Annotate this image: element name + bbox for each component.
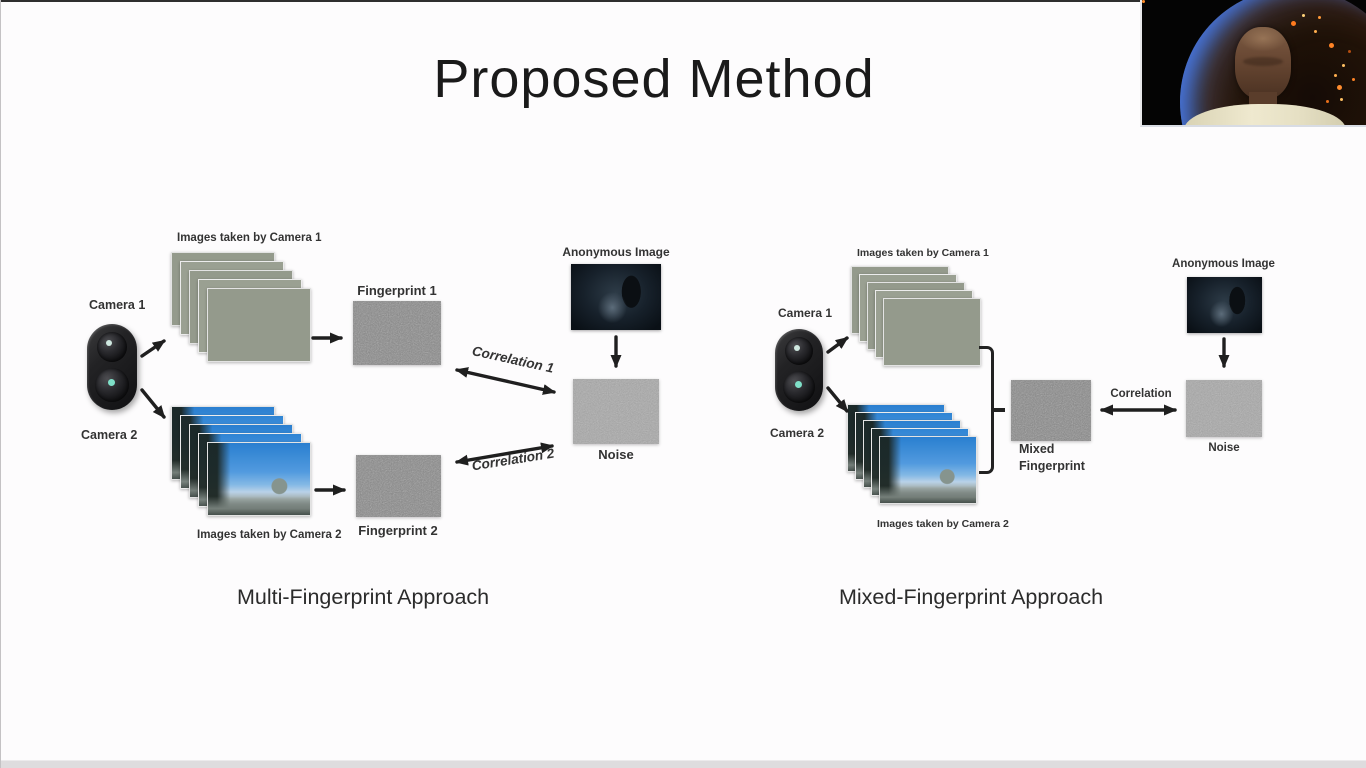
- anonymous-image-left: [571, 264, 661, 330]
- label-mixed-fingerprint-line2: Fingerprint: [1019, 459, 1085, 473]
- label-camera2-right: Camera 2: [770, 426, 825, 440]
- label-images-camera2-right: Images taken by Camera 2: [877, 518, 1009, 530]
- label-camera1-right: Camera 1: [778, 306, 833, 320]
- arrow-camera-to-stack1-left: [140, 339, 166, 358]
- camera-lens-icon: [785, 337, 813, 365]
- caption-mixed-fingerprint: Mixed-Fingerprint Approach: [839, 585, 1104, 609]
- noise-image-right: [1186, 380, 1262, 437]
- label-camera1-left: Camera 1: [89, 298, 146, 312]
- photo: [207, 288, 311, 362]
- lens-glint: [795, 381, 802, 388]
- camera-lens-icon: [783, 371, 815, 403]
- lens-glint: [108, 379, 115, 386]
- label-images-camera1-left: Images taken by Camera 1: [177, 232, 322, 244]
- label-mixed-fingerprint: Mixed Fingerprint: [1019, 441, 1085, 475]
- label-images-camera2-left: Images taken by Camera 2: [197, 529, 342, 541]
- slide-title: Proposed Method: [433, 49, 875, 109]
- camera-lens-icon: [97, 332, 127, 362]
- caption-multi-fingerprint: Multi-Fingerprint Approach: [237, 585, 490, 609]
- mixed-fingerprint-image: [1011, 380, 1091, 441]
- label-mixed-fingerprint-line1: Mixed: [1019, 442, 1055, 456]
- label-noise-left: Noise: [598, 447, 634, 462]
- presenter-webcam-video: [1140, 0, 1366, 127]
- city-lights: [1142, 0, 1145, 3]
- label-camera2-left: Camera 2: [81, 428, 138, 442]
- bottom-border-bar: [1, 760, 1366, 768]
- label-images-camera1-right: Images taken by Camera 1: [857, 247, 989, 259]
- grouping-bracket-icon: [979, 346, 1005, 474]
- arrow-camera-to-stack2-right: [826, 386, 849, 413]
- camera-lens-icon: [95, 368, 129, 402]
- label-noise-right: Noise: [1208, 442, 1240, 454]
- photo: [883, 298, 981, 366]
- fingerprint2-image: [356, 455, 441, 517]
- arrow-camera-to-stack1-right: [826, 336, 849, 354]
- lens-glint: [106, 340, 112, 346]
- label-correlation-right: Correlation: [1110, 388, 1172, 400]
- fingerprint1-image: [353, 301, 441, 365]
- dual-lens-camera-icon: [775, 329, 823, 411]
- lens-glint: [794, 345, 800, 351]
- label-correlation2: Correlation 2: [470, 445, 556, 474]
- anonymous-image-right: [1187, 277, 1262, 333]
- presenter-head: [1235, 27, 1291, 99]
- photo: [207, 442, 311, 516]
- label-fingerprint1: Fingerprint 1: [357, 283, 437, 298]
- label-anonymous-right: Anonymous Image: [1172, 258, 1275, 270]
- top-border-line: [1, 0, 1366, 2]
- presenter-shirt: [1184, 104, 1346, 125]
- arrow-camera-to-stack2-left: [140, 388, 166, 419]
- label-correlation1: Correlation 1: [470, 343, 556, 376]
- dual-lens-camera-icon: [87, 324, 137, 410]
- noise-image-left: [573, 379, 659, 444]
- label-anonymous-left: Anonymous Image: [562, 245, 670, 259]
- photo: [879, 436, 977, 504]
- arrow-correlation1: [455, 367, 556, 395]
- label-fingerprint2: Fingerprint 2: [358, 523, 438, 538]
